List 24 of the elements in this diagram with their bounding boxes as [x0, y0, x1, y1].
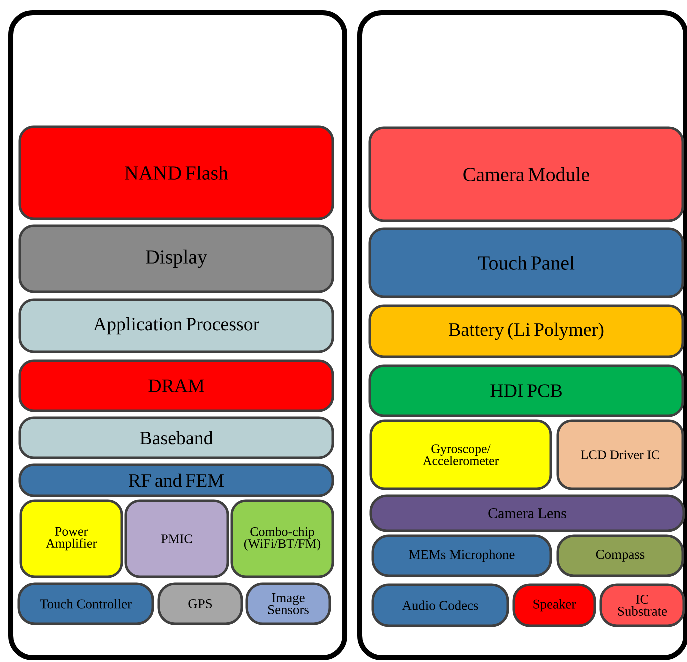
component-box: DRAM — [18, 360, 334, 412]
component-box: Display — [18, 224, 334, 294]
component-box: Speaker — [512, 584, 596, 628]
component-box: HDI PCB — [368, 364, 684, 418]
component-box: Battery (Li Polymer) — [368, 304, 684, 358]
component-box: Baseband — [18, 416, 334, 460]
component-box: Touch Controller — [18, 582, 154, 626]
component-box: Image Sensors — [246, 582, 332, 626]
component-box: NAND Flash — [18, 126, 334, 220]
component-box: Camera Lens — [370, 494, 686, 532]
component-box: Combo-chip (WiFi/BT/FM) — [230, 500, 334, 578]
component-box: MEMs Microphone — [372, 534, 552, 578]
component-box: IC Substrate — [600, 584, 686, 628]
component-box: Gyroscope/ Accelerometer — [370, 420, 552, 490]
component-box: Power Amplifier — [20, 500, 124, 578]
component-box: RF and FEM — [18, 464, 334, 498]
component-box: Touch Panel — [368, 228, 684, 298]
component-box: Camera Module — [368, 126, 684, 222]
component-box: GPS — [158, 582, 244, 626]
component-box: LCD Driver IC — [556, 420, 684, 490]
component-box: Audio Codecs — [372, 584, 510, 628]
component-box: PMIC — [124, 500, 230, 578]
component-box: Compass — [556, 534, 684, 578]
component-box: Application Processor — [18, 298, 334, 354]
